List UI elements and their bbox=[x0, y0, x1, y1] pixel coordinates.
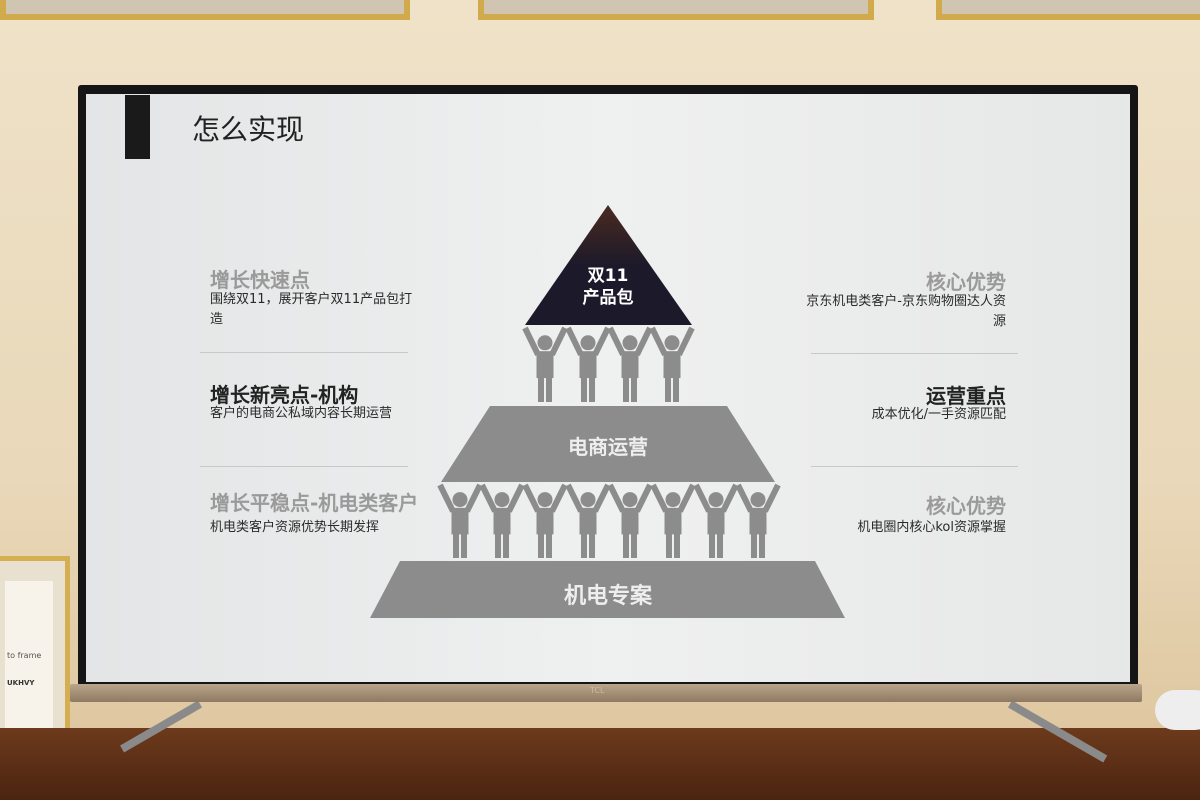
frame-logo: UKHVY bbox=[7, 679, 35, 687]
wall-picture-frame bbox=[478, 0, 874, 20]
pyramid-top-label: 双11 bbox=[588, 266, 629, 286]
person-icon bbox=[522, 483, 568, 558]
wooden-table bbox=[0, 728, 1200, 800]
right-item-title: 核心优势 bbox=[926, 270, 1006, 294]
desk-photo-frame: to frame UKHVY bbox=[0, 556, 70, 746]
person-icon bbox=[649, 326, 695, 402]
right-item-title: 核心优势 bbox=[926, 494, 1006, 518]
person-icon bbox=[565, 483, 611, 558]
left-item-desc: 围绕双11，展开客户双11产品包打 bbox=[210, 292, 413, 307]
left-item-title: 增长新亮点-机构 bbox=[210, 383, 359, 407]
person-icon bbox=[650, 483, 696, 558]
slide-title: 怎么实现 bbox=[192, 113, 305, 146]
wall-picture-frame bbox=[936, 0, 1200, 20]
pyramid-bottom-label: 机电专案 bbox=[564, 583, 653, 609]
left-item-title: 增长快速点 bbox=[210, 268, 310, 292]
person-icon bbox=[565, 326, 611, 402]
tv-bottom-bar: TCL bbox=[70, 684, 1142, 702]
right-item-title: 运营重点 bbox=[926, 384, 1006, 408]
left-item-desc: 客户的电商公私域内容长期运营 bbox=[210, 406, 393, 421]
person-icon bbox=[607, 326, 653, 402]
pyramid-bottom-tier bbox=[370, 561, 845, 618]
frame-text: to frame bbox=[7, 651, 42, 660]
left-item-title: 增长平稳点-机电类客户 bbox=[210, 491, 419, 515]
left-item-desc: 造 bbox=[210, 312, 224, 327]
person-icon bbox=[437, 483, 483, 558]
person-icon bbox=[479, 483, 525, 558]
person-icon bbox=[693, 483, 739, 558]
pyramid-top-label: 产品包 bbox=[583, 287, 634, 308]
speaker bbox=[1155, 690, 1200, 730]
person-icon bbox=[735, 483, 781, 558]
divider bbox=[200, 466, 408, 467]
divider bbox=[811, 466, 1018, 467]
title-accent-bar bbox=[125, 95, 150, 159]
right-item-desc: 机电圈内核心kol资源掌握 bbox=[857, 520, 1006, 535]
pyramid-middle-tier bbox=[441, 406, 775, 482]
pyramid-middle-label: 电商运营 bbox=[568, 435, 648, 459]
left-item-desc: 机电类客户资源优势长期发挥 bbox=[210, 520, 380, 535]
right-item-desc: 京东机电类客户-京东购物圈达人资 bbox=[806, 294, 1006, 309]
person-icon bbox=[607, 483, 653, 558]
divider bbox=[200, 352, 408, 353]
wall-picture-frame bbox=[0, 0, 410, 20]
right-item-desc: 成本优化/一手资源匹配 bbox=[871, 407, 1006, 422]
person-icon bbox=[522, 326, 568, 402]
divider bbox=[811, 353, 1018, 354]
right-item-desc: 源 bbox=[992, 314, 1006, 329]
tv-brand-logo: TCL bbox=[590, 686, 605, 695]
pyramid-top bbox=[525, 205, 692, 325]
